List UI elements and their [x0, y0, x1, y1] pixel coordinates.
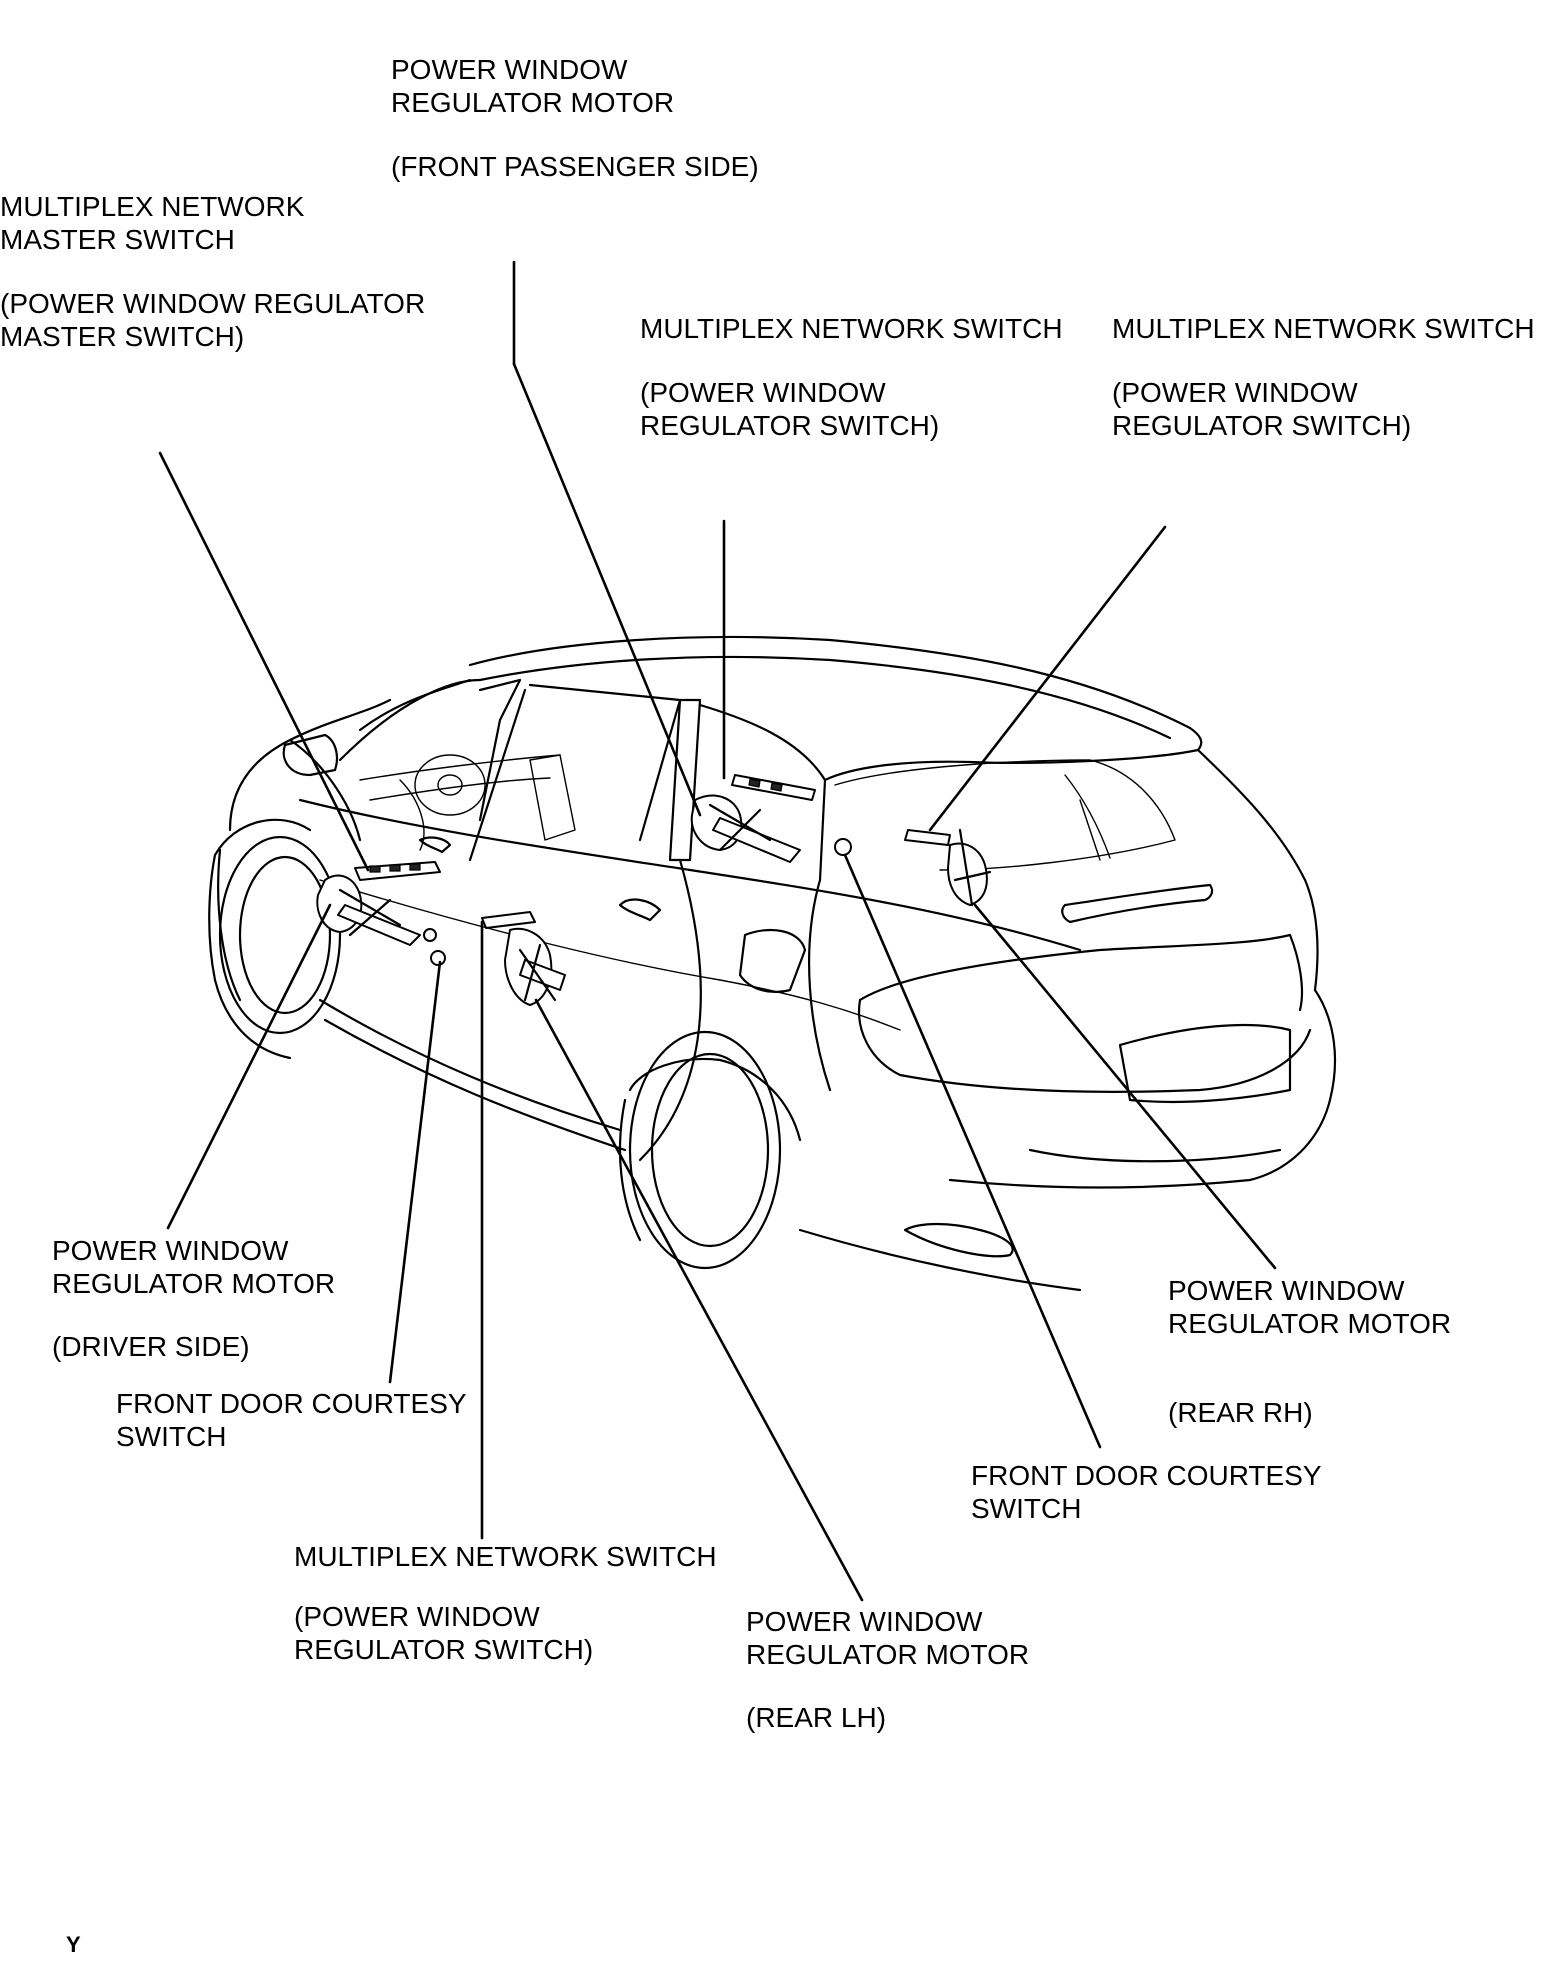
courtesy-switch-left-part — [430, 950, 446, 966]
label-line: MULTIPLEX NETWORK SWITCH — [294, 1541, 717, 1572]
label-line: MULTIPLEX NETWORK SWITCH — [640, 313, 1063, 344]
leader-rear-rh-switch — [928, 525, 1167, 832]
label-line: FRONT DOOR COURTESY — [116, 1388, 467, 1419]
label-pw-motor-driver: POWER WINDOW REGULATOR MOTOR (DRIVER SID… — [52, 1234, 335, 1363]
label-master-switch: MULTIPLEX NETWORK MASTER SWITCH (POWER W… — [0, 190, 425, 353]
driver-motor-part — [316, 874, 437, 946]
label-subtitle: (POWER WINDOW REGULATOR — [0, 288, 426, 319]
label-subtitle: (POWER WINDOW — [294, 1601, 540, 1632]
figure-code: Y — [66, 1932, 81, 1957]
label-subtitle: REGULATOR SWITCH) — [640, 410, 940, 441]
label-subtitle: REGULATOR SWITCH) — [294, 1634, 594, 1665]
master-switch-part — [354, 861, 441, 881]
label-subtitle: (POWER WINDOW — [640, 377, 886, 408]
rear-lh-switch-part — [481, 911, 536, 929]
label-pw-motor-rear-lh: POWER WINDOW REGULATOR MOTOR (REAR LH) — [746, 1605, 1029, 1734]
label-line: REGULATOR MOTOR — [52, 1268, 336, 1299]
leader-front-passenger-motor-2 — [512, 362, 702, 817]
vehicle-body-outline — [208, 635, 1337, 1292]
label-line: MULTIPLEX NETWORK SWITCH — [1112, 313, 1535, 344]
label-line: FRONT DOOR COURTESY — [971, 1460, 1322, 1491]
front-passenger-switch-part — [731, 774, 816, 801]
label-subtitle: (POWER WINDOW — [1112, 377, 1358, 408]
leader-lines — [158, 260, 1277, 1602]
label-line: SWITCH — [971, 1493, 1082, 1524]
label-line: REGULATOR MOTOR — [746, 1639, 1030, 1670]
label-pw-motor-rear-rh: POWER WINDOW REGULATOR MOTOR (REAR RH) — [1168, 1274, 1451, 1429]
label-pw-motor-front-passenger: POWER WINDOW REGULATOR MOTOR (FRONT PASS… — [391, 53, 759, 183]
rear-rh-switch-part — [904, 829, 951, 846]
label-subtitle: (FRONT PASSENGER SIDE) — [391, 151, 759, 182]
label-line: SWITCH — [116, 1421, 227, 1452]
label-subtitle: (DRIVER SIDE) — [52, 1331, 250, 1362]
leader-master-switch — [158, 451, 370, 872]
label-courtesy-switch-left: FRONT DOOR COURTESY SWITCH — [116, 1387, 467, 1453]
leader-driver-motor — [166, 903, 332, 1230]
label-line: REGULATOR MOTOR — [391, 87, 675, 118]
label-line: REGULATOR MOTOR — [1168, 1308, 1452, 1339]
leader-rear-lh-motor — [534, 998, 864, 1602]
label-subtitle: (REAR RH) — [1168, 1397, 1313, 1428]
label-switch-front-passenger: MULTIPLEX NETWORK SWITCH (POWER WINDOW R… — [640, 312, 1063, 442]
leader-courtesy-left — [388, 960, 442, 1384]
label-line: POWER WINDOW — [52, 1235, 289, 1266]
label-line: MULTIPLEX NETWORK — [0, 191, 305, 222]
leader-courtesy-right — [843, 853, 1102, 1449]
front-passenger-motor-part — [690, 794, 801, 863]
label-subtitle: MASTER SWITCH) — [0, 321, 245, 352]
rear-lh-motor-part — [504, 927, 566, 1006]
label-subtitle: (REAR LH) — [746, 1702, 887, 1733]
leader-rear-rh-motor — [973, 903, 1277, 1270]
rear-rh-motor-part — [947, 828, 992, 907]
label-courtesy-switch-right: FRONT DOOR COURTESY SWITCH — [971, 1459, 1322, 1525]
label-line: MASTER SWITCH — [0, 224, 235, 255]
label-line: POWER WINDOW — [746, 1606, 983, 1637]
courtesy-switch-right-part — [834, 838, 852, 856]
label-subtitle: REGULATOR SWITCH) — [1112, 410, 1412, 441]
label-switch-rear-rh: MULTIPLEX NETWORK SWITCH (POWER WINDOW R… — [1112, 312, 1535, 442]
label-line: POWER WINDOW — [391, 54, 628, 85]
label-line: POWER WINDOW — [1168, 1275, 1405, 1306]
label-switch-rear-lh: MULTIPLEX NETWORK SWITCH (POWER WINDOW R… — [294, 1540, 717, 1666]
